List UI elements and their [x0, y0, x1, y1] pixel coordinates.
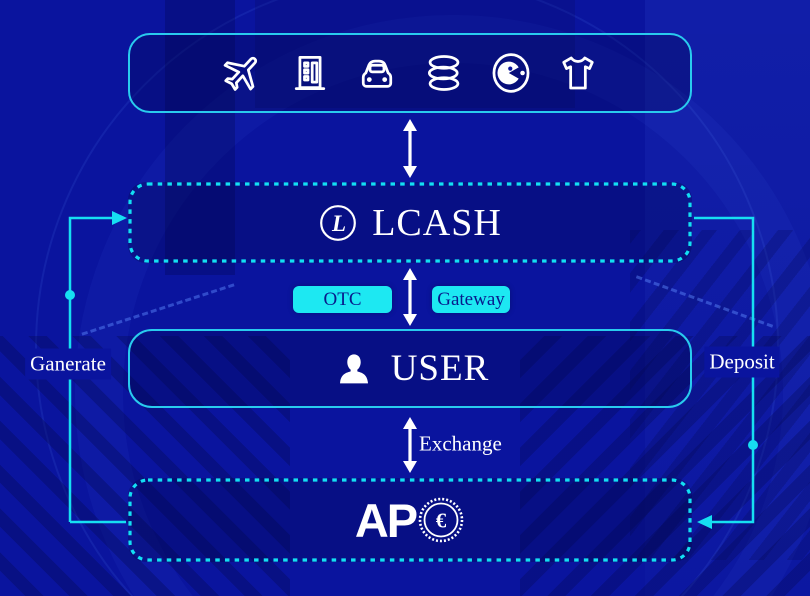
generate-edge-label: Ganerate: [25, 348, 111, 380]
lcash-label: LCASH: [372, 201, 502, 244]
generate-edge-line: [68, 216, 112, 522]
generate-arrowhead-icon: [112, 211, 127, 225]
apo-wordmark: AP: [354, 493, 418, 547]
deposit-edge-dot: [748, 440, 758, 450]
apo-node: AP €: [128, 478, 692, 562]
double-arrowheads: [403, 119, 417, 473]
apo-coin-icon: €: [418, 497, 464, 543]
hotel-building-icon: [294, 56, 325, 90]
user-person-icon: [339, 353, 368, 383]
pacman-game-icon: [492, 53, 529, 93]
deposit-edge-label: Deposit: [704, 346, 780, 378]
user-node: USER: [128, 329, 692, 408]
svg-text:L: L: [331, 211, 346, 236]
svg-text:€: €: [436, 509, 447, 533]
car-icon: [361, 59, 392, 88]
consumption-icons-box: [128, 33, 692, 113]
exchange-edge-label: Exchange: [419, 431, 502, 456]
lcash-dashed-border: [128, 182, 692, 263]
gateway-badge: Gateway: [432, 286, 510, 313]
t-shirt-icon: [561, 56, 594, 90]
generate-edge-dot: [65, 290, 75, 300]
gateway-badge-label: Gateway: [437, 288, 505, 310]
user-label: USER: [390, 348, 490, 389]
otc-badge-label: OTC: [323, 288, 362, 310]
airplane-icon: [223, 56, 257, 91]
lcash-node: L LCASH: [128, 182, 692, 263]
lcash-logo-icon: L: [320, 204, 357, 241]
deposit-arrowhead-icon: [697, 515, 712, 529]
otc-badge: OTC: [293, 286, 392, 313]
coin-stack-icon: [427, 55, 459, 91]
apo-dashed-border: [128, 478, 692, 562]
